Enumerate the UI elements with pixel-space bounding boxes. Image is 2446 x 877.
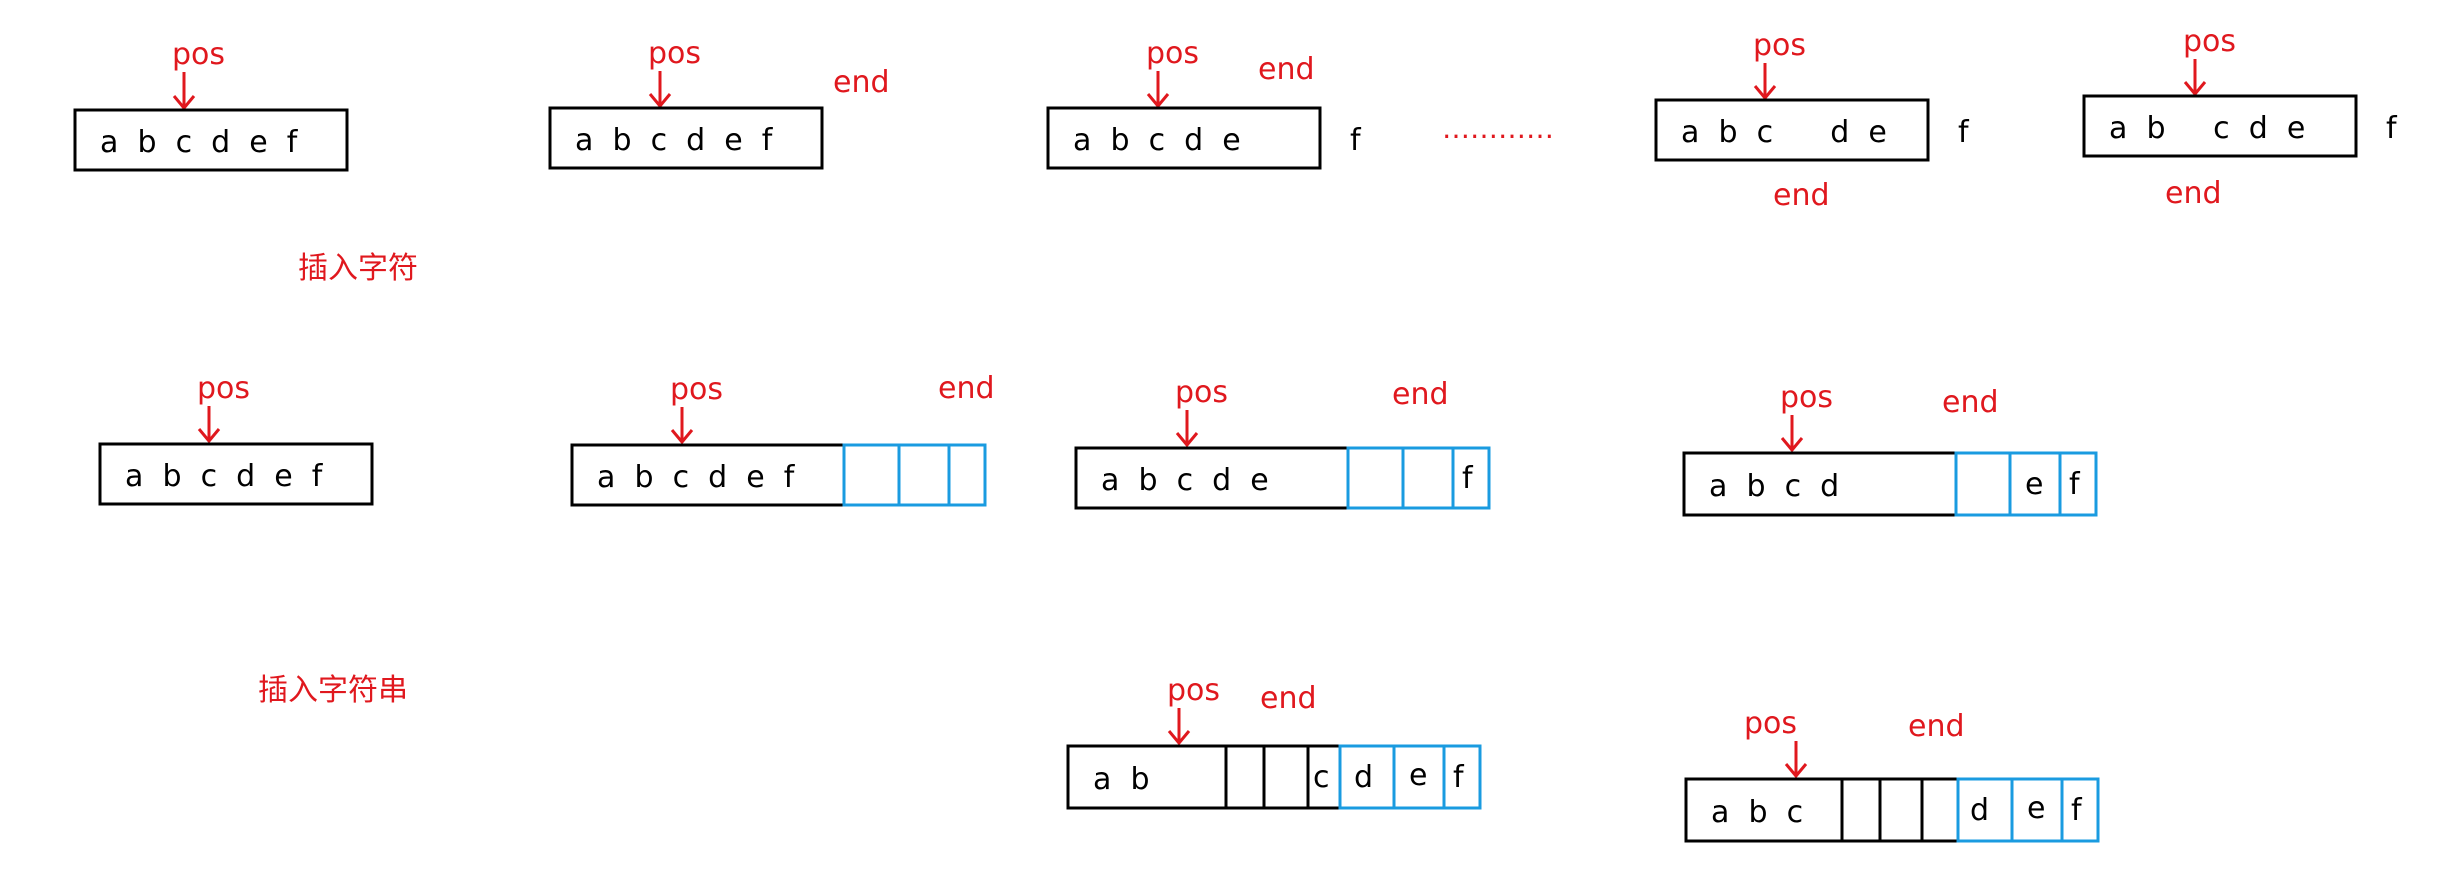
end-label: end xyxy=(938,371,995,406)
pos-label: pos xyxy=(1146,36,1199,71)
string-box xyxy=(2082,94,2358,158)
pos-arrow-head xyxy=(1753,85,1777,101)
outside-char: f xyxy=(1958,115,1970,150)
end-label: end xyxy=(1942,385,1999,420)
gap-cell xyxy=(1262,744,1310,810)
new-cell xyxy=(1401,446,1455,510)
pos-label: pos xyxy=(2183,24,2236,59)
string-box xyxy=(570,443,846,507)
gap-cell xyxy=(1878,777,1924,843)
moved-char: d xyxy=(1354,760,1373,795)
string-box xyxy=(1046,106,1322,170)
string-box xyxy=(548,106,824,170)
string-box xyxy=(98,442,374,506)
moved-cell xyxy=(1338,744,1396,810)
pos-arrow-head xyxy=(1780,437,1804,453)
moved-char: d xyxy=(1970,793,1989,828)
string-chars: a b c d e f xyxy=(597,460,796,495)
moved-cell xyxy=(1451,446,1491,510)
row2-diagram-1: pos a b c d e f xyxy=(98,371,374,506)
row2-diagram-3: pos end a b c d e f xyxy=(1074,375,1491,510)
section-title-insert-char: 插入字符 xyxy=(298,251,418,286)
end-label: end xyxy=(1258,52,1315,87)
row1-diagram-1: pos a b c d e f xyxy=(73,37,349,172)
end-label: end xyxy=(1773,178,1830,213)
new-cell xyxy=(897,443,951,507)
pos-arrow-head xyxy=(172,95,196,111)
pos-arrow-head xyxy=(1175,432,1199,448)
pos-label: pos xyxy=(172,37,225,72)
string-chars: a b xyxy=(1093,762,1150,797)
pos-label: pos xyxy=(197,371,250,406)
outside-char: f xyxy=(2386,111,2398,146)
string-chars: a b c d e f xyxy=(100,125,299,160)
end-label: end xyxy=(833,65,890,100)
end-label: end xyxy=(2165,176,2222,211)
string-box xyxy=(1654,98,1930,162)
string-chars: a b c d e xyxy=(1101,463,1269,498)
moved-char: e xyxy=(2027,791,2045,826)
pos-label: pos xyxy=(1744,706,1797,741)
pos-arrow-head xyxy=(648,93,672,109)
ellipsis-dots: ………… xyxy=(1442,112,1554,145)
new-cell xyxy=(1954,451,2012,517)
row2-diagram-4: pos end a b c d e f xyxy=(1682,380,2098,517)
pos-arrow-head xyxy=(2183,81,2207,97)
moved-char: f xyxy=(1453,760,1465,795)
string-chars: a b c d xyxy=(1709,469,1839,504)
row3-diagram-2: pos end a b c d e f xyxy=(1684,706,2100,843)
moved-cell xyxy=(2010,777,2064,843)
string-box xyxy=(1074,446,1350,510)
moved-cell xyxy=(2060,777,2100,843)
string-chars: a b c d e xyxy=(2109,111,2305,146)
pos-arrow-head xyxy=(1167,730,1191,746)
pos-arrow-head xyxy=(1784,763,1808,779)
pos-label: pos xyxy=(648,36,701,71)
string-chars: a b c xyxy=(1711,795,1803,830)
moved-char: e xyxy=(1409,758,1427,793)
end-label: end xyxy=(1392,377,1449,412)
pos-label: pos xyxy=(1167,673,1220,708)
moved-cell xyxy=(2058,451,2098,517)
row2-diagram-2: pos end a b c d e f xyxy=(570,371,995,507)
moved-char: e xyxy=(2025,467,2043,502)
outside-char: f xyxy=(1350,123,1362,158)
new-cell xyxy=(947,443,987,507)
moved-char: f xyxy=(2071,793,2083,828)
end-label: end xyxy=(1908,709,1965,744)
string-chars: a b c d e f xyxy=(575,123,774,158)
string-chars: a b c d e xyxy=(1681,115,1887,150)
cell-char: c xyxy=(1313,760,1330,795)
new-cell xyxy=(1346,446,1405,510)
moved-cell xyxy=(1442,744,1482,810)
pos-label: pos xyxy=(1175,375,1228,410)
pos-label: pos xyxy=(1780,380,1833,415)
row3-diagram-1: pos end a b c d e f xyxy=(1066,673,1482,810)
pos-label: pos xyxy=(1753,28,1806,63)
row1-diagram-3: pos end a b c d e f xyxy=(1046,36,1362,170)
moved-char: f xyxy=(2069,467,2081,502)
gap-cell xyxy=(1224,744,1266,810)
section-title-insert-string: 插入字符串 xyxy=(258,673,408,708)
pos-label: pos xyxy=(670,372,723,407)
row1-diagram-2: pos end a b c d e f xyxy=(548,36,890,170)
string-box xyxy=(73,108,349,172)
string-chars: a b c d e f xyxy=(125,459,324,494)
gap-cell xyxy=(1840,777,1882,843)
pos-arrow-head xyxy=(1146,93,1170,109)
row1-diagram-5: pos a b c d e f end xyxy=(2082,24,2398,211)
new-cell xyxy=(842,443,901,507)
string-box xyxy=(1682,451,1958,517)
pos-arrow-head xyxy=(670,429,694,445)
moved-char: f xyxy=(1462,461,1474,496)
pos-arrow-head xyxy=(197,428,221,444)
end-label: end xyxy=(1260,681,1317,716)
string-chars: a b c d e xyxy=(1073,123,1241,158)
row1-diagram-4: pos a b c d e f end xyxy=(1654,28,1970,213)
